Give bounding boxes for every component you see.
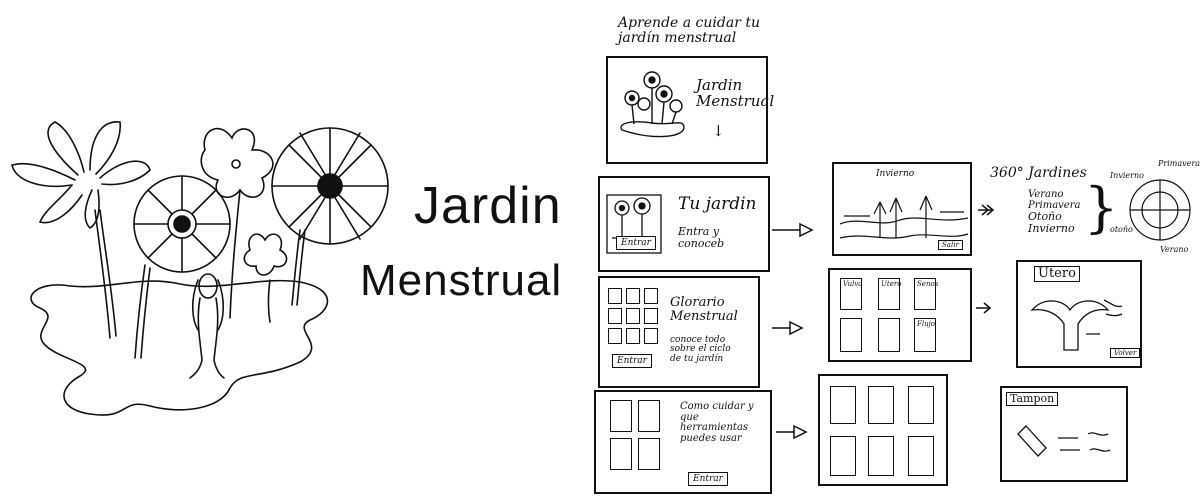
glossary-grid-screen: Vulva Utero Senos Flujo (828, 268, 972, 362)
brace-glyph: } (1084, 176, 1119, 239)
flower-garden-drawing (11, 121, 389, 416)
garden-card-subtitle: Entra y conoceb (678, 225, 725, 250)
gardens-season-list: Verano Primavera Otoño Invierno (1028, 189, 1081, 235)
care-enter-button[interactable]: Entrar (688, 472, 728, 486)
uterus-title: Utero (1034, 266, 1080, 282)
season-item[interactable]: Verano (1028, 189, 1064, 200)
uterus-back-button[interactable]: Volver (1110, 348, 1141, 358)
cover-title-line1: Jardin (414, 177, 562, 235)
winter-season-screen[interactable]: Invierno Salir (832, 162, 972, 256)
uterus-illustration-icon (1030, 299, 1123, 351)
cover-illustration (0, 0, 389, 498)
glossary-card-body: conoce todo sobre el ciclo de tu jardín (670, 335, 731, 364)
garden-enter-button[interactable]: Entrar (616, 236, 656, 250)
winter-exit-button[interactable]: Salir (938, 240, 963, 250)
glossary-card[interactable]: Entrar Glorario Menstrual conoce todo so… (598, 276, 760, 388)
splash-title: Jardin Menstrual (696, 76, 775, 110)
glossary-tile[interactable]: Senos (914, 278, 938, 310)
tampon-title: Tampon (1006, 392, 1059, 406)
glossary-tile[interactable]: Vulva (840, 278, 862, 310)
wheel-label-invierno: Invierno (1110, 171, 1144, 180)
sketch-heading: Aprende a cuidar tu jardín menstrual (618, 15, 760, 46)
glossary-card-title: Glorario Menstrual (670, 295, 738, 324)
care-thumbnail-grid (610, 400, 660, 470)
garden-card[interactable]: Entrar Tu jardin Entra y conoceb (598, 176, 770, 272)
cover-title-line2: Menstrual (360, 256, 563, 305)
tampon-illustration-icon (1017, 425, 1111, 457)
care-tools-grid-screen (818, 374, 948, 486)
tampon-detail-screen: Tampon (1000, 386, 1128, 482)
garden-card-title: Tu jardin (678, 194, 757, 214)
glossary-tile[interactable]: Flujo (914, 318, 936, 352)
gardens-360-heading: 360° Jardines (990, 165, 1087, 181)
glossary-enter-button[interactable]: Entrar (612, 354, 652, 368)
splash-screen-card[interactable]: Jardin Menstrual ↓ (606, 56, 775, 164)
wheel-label-verano: Verano (1160, 245, 1189, 254)
season-item[interactable]: Invierno (1028, 221, 1075, 235)
glossary-tile[interactable]: Utero (878, 278, 901, 310)
season-item[interactable]: Otoño (1028, 210, 1062, 223)
care-tools-card[interactable]: Como cuidar y que herramientas puedes us… (594, 390, 772, 494)
glossary-thumbnail-grid (608, 288, 660, 344)
winter-trees-icon (839, 195, 969, 239)
wheel-label-otono: otoño (1110, 225, 1133, 234)
wheel-label-primavera: Primavera (1158, 159, 1200, 168)
season-item[interactable]: Primavera (1028, 199, 1081, 211)
uterus-detail-screen: Utero Volver (1016, 260, 1142, 368)
flower-cluster-icon (620, 71, 685, 138)
down-arrow-icon: ↓ (712, 122, 725, 140)
puddle-shape (30, 279, 329, 416)
season-wheel-icon[interactable] (1124, 172, 1200, 252)
care-card-title: Como cuidar y que herramientas puedes us… (680, 401, 754, 444)
winter-title: Invierno (876, 169, 915, 179)
